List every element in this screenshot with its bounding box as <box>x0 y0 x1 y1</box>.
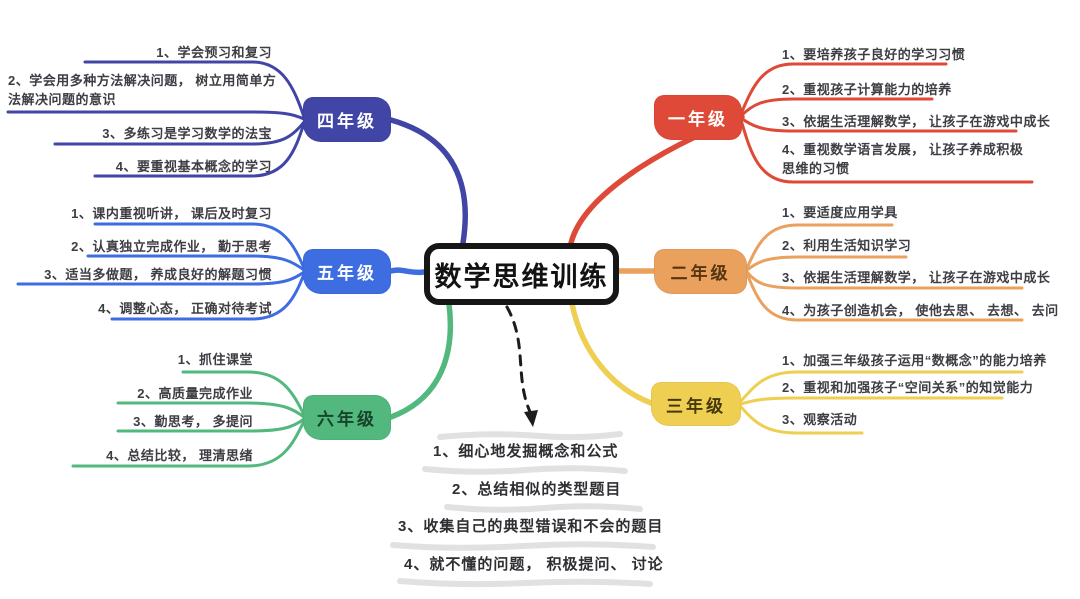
summary-item: 4、就不懂的问题， 积极提问、 讨论 <box>404 556 664 573</box>
item-underline-grade-6-3 <box>116 417 306 433</box>
branch-curve-grade-4 <box>388 117 468 246</box>
grade-1-item: 1、要培养孩子良好的学习习惯 <box>782 47 966 62</box>
grade-4-item: 3、多练习是学习数学的法宝 <box>102 126 272 141</box>
summary-highlight-stroke <box>444 503 643 513</box>
summary-highlight-stroke <box>397 578 653 588</box>
item-underline-grade-4-2 <box>6 110 306 121</box>
item-underline-grade-3-2 <box>739 396 1004 406</box>
grade-3-item: 2、重视和加强孩子“空间关系”的知觉能力 <box>782 380 1034 395</box>
grade-3-item: 3、观察活动 <box>782 412 858 427</box>
item-underline-grade-5-2 <box>86 254 306 272</box>
branch-curve-grade-6 <box>388 301 454 420</box>
arrowhead-icon <box>524 410 538 427</box>
item-underline-grade-6-2 <box>116 401 306 419</box>
grade-2-item: 4、为孩子创造机会， 使他去思、 去想、 去问 <box>782 303 1059 318</box>
item-underline-grade-2-3 <box>745 270 1024 290</box>
grade-2-item: 1、要适度应用学具 <box>782 205 898 220</box>
grade-6-node-label: 六年级 <box>317 410 377 429</box>
grade-4-node: 四年级 <box>303 97 391 142</box>
grade-2-item: 3、依据生活理解数学， 让孩子在游戏中成长 <box>782 270 1051 285</box>
summary-highlight-stroke <box>390 541 656 551</box>
grade-6-node: 六年级 <box>303 395 391 440</box>
central-topic-node: 数学思维训练 <box>424 243 619 305</box>
grade-5-item: 1、课内重视听讲， 课后及时复习 <box>71 206 272 221</box>
grade-6-item: 1、抓住课堂 <box>177 352 253 367</box>
grade-4-node-label: 四年级 <box>317 112 377 131</box>
summary-item: 1、细心地发掘概念和公式 <box>433 443 619 460</box>
grade-6-item: 4、总结比较， 理清思绪 <box>106 448 253 463</box>
central-topic-label: 数学思维训练 <box>434 261 609 292</box>
item-underline-grade-2-1 <box>745 223 894 270</box>
grade-1-item: 4、重视数学语言发展， 让孩子养成积极思维的习惯 <box>782 142 1024 176</box>
summary-highlight-stroke <box>422 465 628 475</box>
item-underline-grade-1-1 <box>739 62 948 116</box>
grade-4-item: 4、要重视基本概念的学习 <box>115 159 272 174</box>
grade-4-item: 2、学会用多种方法解决问题， 树立用简单方法解决问题的意识 <box>8 73 277 107</box>
item-underline-grade-4-4 <box>93 121 306 178</box>
grade-1-node: 一年级 <box>654 95 742 140</box>
summary-highlight-stroke <box>437 431 623 441</box>
grade-5-item: 4、调整心态， 正确对待考试 <box>98 301 272 316</box>
grade-1-node-label: 一年级 <box>668 110 728 129</box>
item-underline-grade-5-4 <box>110 272 306 321</box>
grade-2-node: 二年级 <box>654 249 747 294</box>
grade-3-item: 1、加强三年级孩子运用“数概念”的能力培养 <box>782 353 1047 368</box>
grade-1-item: 3、依据生活理解数学， 让孩子在游戏中成长 <box>782 114 1051 129</box>
grade-5-node: 五年级 <box>303 249 391 294</box>
grade-3-node-label: 三年级 <box>666 396 726 416</box>
grade-5-item: 2、认真独立完成作业， 勤于思考 <box>71 239 272 254</box>
item-underline-grade-5-3 <box>16 270 306 286</box>
branch-curve-grade-3 <box>569 301 654 406</box>
grade-6-item: 2、高质量完成作业 <box>137 386 253 401</box>
summary-item: 2、总结相似的类型题目 <box>452 481 622 498</box>
grade-5-item: 3、适当多做题， 养成良好的解题习惯 <box>44 267 272 282</box>
item-underline-grade-1-3 <box>739 116 1018 133</box>
dashed-connector <box>505 305 533 416</box>
item-underline-grade-6-4 <box>71 419 306 468</box>
grade-6-item: 3、勤思考， 多提问 <box>133 414 253 429</box>
item-underline-grade-3-1 <box>739 370 1024 403</box>
grade-4-item: 1、学会预习和复习 <box>156 45 272 60</box>
item-underline-grade-4-3 <box>53 120 306 146</box>
item-underline-grade-1-2 <box>739 97 934 118</box>
item-underline-grade-2-2 <box>745 255 908 272</box>
item-underline-grade-1-4 <box>739 118 1034 184</box>
item-underline-grade-4-1 <box>83 60 306 119</box>
branch-curve-grade-5 <box>388 267 427 276</box>
item-underline-grade-2-4 <box>745 272 1024 322</box>
grade-3-node: 三年级 <box>651 382 741 426</box>
grade-2-node-label: 二年级 <box>670 264 731 283</box>
grade-5-node-label: 五年级 <box>317 264 377 283</box>
item-underline-grade-6-1 <box>181 370 306 417</box>
item-underline-grade-5-1 <box>93 222 306 270</box>
grade-2-item: 2、利用生活知识学习 <box>782 238 912 253</box>
grade-1-item: 2、重视孩子计算能力的培养 <box>782 82 952 97</box>
summary-item: 3、收集自己的典型错误和不会的题目 <box>398 518 664 535</box>
item-underline-grade-3-3 <box>739 405 864 435</box>
